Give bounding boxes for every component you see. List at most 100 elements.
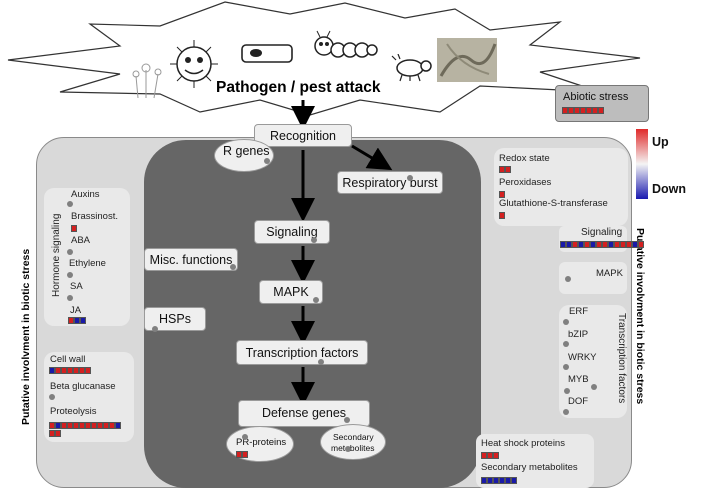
down-cell xyxy=(499,477,505,484)
secondary-metabolites-right-label: Secondary metabolites xyxy=(481,462,578,473)
dot xyxy=(345,446,351,452)
gst-cells xyxy=(499,212,505,219)
hormone-item-auxins: Auxins xyxy=(71,189,100,200)
beta-glucanase-label: Beta glucanase xyxy=(50,381,116,392)
up-cell xyxy=(638,241,644,248)
misc-functions-box: Misc. functions xyxy=(144,248,238,271)
up-cell xyxy=(602,241,608,248)
up-cell xyxy=(73,367,79,374)
dot xyxy=(264,158,270,164)
tf-item-bzip: bZIP xyxy=(568,329,589,340)
dot xyxy=(67,272,73,278)
secondary-metabolites-ellipse xyxy=(320,424,386,460)
r-genes-label: R genes xyxy=(223,144,270,158)
up-cell xyxy=(55,367,61,374)
down-cell xyxy=(55,422,61,429)
abiotic-stress-box: Abiotic stress xyxy=(555,85,649,122)
transcription-factors-box: Transcription factors xyxy=(236,340,368,365)
up-cell xyxy=(79,367,85,374)
down-cell xyxy=(505,477,511,484)
hormone-signaling-panel xyxy=(44,188,130,326)
secondary-metabolites-label-1: Secondary xyxy=(333,432,374,442)
plant-sketch-icon xyxy=(132,63,162,99)
pathogen-starburst xyxy=(7,1,641,116)
fungus-face-icon xyxy=(170,40,218,88)
legend-gradient xyxy=(636,129,648,199)
hormone-cells-ja xyxy=(68,317,86,324)
down-cell xyxy=(74,317,80,324)
tf-title: Transcription factors xyxy=(616,313,627,404)
defense-genes-box: Defense genes xyxy=(238,400,370,427)
up-cell xyxy=(242,451,248,458)
hormone-item-aba: ABA xyxy=(71,235,91,246)
up-cell xyxy=(499,166,505,173)
legend-down: Down xyxy=(652,182,687,196)
dot xyxy=(67,249,73,255)
dot xyxy=(67,295,73,301)
down-cell xyxy=(578,241,584,248)
proteolysis-cells-row1 xyxy=(49,422,121,429)
tf-item-dof: DOF xyxy=(568,396,589,407)
pr-proteins-cells xyxy=(236,451,248,458)
down-cell xyxy=(115,422,121,429)
hormone-signaling-title: Hormone signaling xyxy=(51,213,62,297)
abiotic-stress-label: Abiotic stress xyxy=(563,91,629,103)
hormone-item-brassinost: Brassinost. xyxy=(71,211,118,222)
up-cell xyxy=(67,367,73,374)
cell-wall-label: Cell wall xyxy=(50,354,86,365)
up-cell xyxy=(562,107,568,114)
down-cell xyxy=(608,241,614,248)
dot xyxy=(230,264,236,270)
down-cell xyxy=(560,241,566,248)
up-cell xyxy=(71,225,77,232)
up-cell xyxy=(580,107,586,114)
up-cell xyxy=(598,107,604,114)
dot xyxy=(407,175,413,181)
up-cell xyxy=(97,422,103,429)
tf-item-erf: ERF xyxy=(569,306,588,317)
up-cell xyxy=(91,422,97,429)
heat-shock-proteins-label: Heat shock proteins xyxy=(481,438,565,449)
up-cell xyxy=(487,452,493,459)
up-cell xyxy=(49,430,55,437)
respiratory-burst-box: Respiratory burst xyxy=(337,171,443,194)
legend-up: Up xyxy=(652,135,669,149)
cell-wall-cells xyxy=(49,367,91,374)
down-cell xyxy=(49,367,55,374)
up-cell xyxy=(55,430,61,437)
dot xyxy=(564,388,570,394)
down-cell xyxy=(632,241,638,248)
up-cell xyxy=(481,452,487,459)
up-cell xyxy=(79,422,85,429)
abiotic-cells xyxy=(562,107,604,114)
peroxidases-cells xyxy=(499,191,505,198)
right-signaling-cells xyxy=(560,241,644,248)
peroxidases-label: Peroxidases xyxy=(499,177,552,188)
dot xyxy=(563,319,569,325)
up-cell xyxy=(68,317,74,324)
up-cell xyxy=(574,107,580,114)
secondary-metabolites-label-2: metabolites xyxy=(331,443,375,453)
down-cell xyxy=(481,477,487,484)
up-cell xyxy=(61,367,67,374)
hormone-item-sa: SA xyxy=(70,281,83,292)
up-cell xyxy=(493,452,499,459)
down-cell xyxy=(80,317,86,324)
up-cell xyxy=(236,451,242,458)
dot xyxy=(242,434,248,440)
dot xyxy=(152,326,158,332)
dot xyxy=(344,417,350,423)
r-genes-ellipse xyxy=(214,139,274,172)
up-cell xyxy=(499,191,505,198)
beetle-icon xyxy=(391,54,432,82)
up-cell xyxy=(73,422,79,429)
up-cell xyxy=(572,241,578,248)
pathogen-attack-title: Pathogen / pest attack xyxy=(216,79,381,96)
down-cell xyxy=(511,477,517,484)
caterpillar-icon xyxy=(314,30,378,58)
redox-panel xyxy=(494,148,628,226)
proteolysis-label: Proteolysis xyxy=(50,406,97,417)
dot xyxy=(49,394,55,400)
up-cell xyxy=(596,241,602,248)
